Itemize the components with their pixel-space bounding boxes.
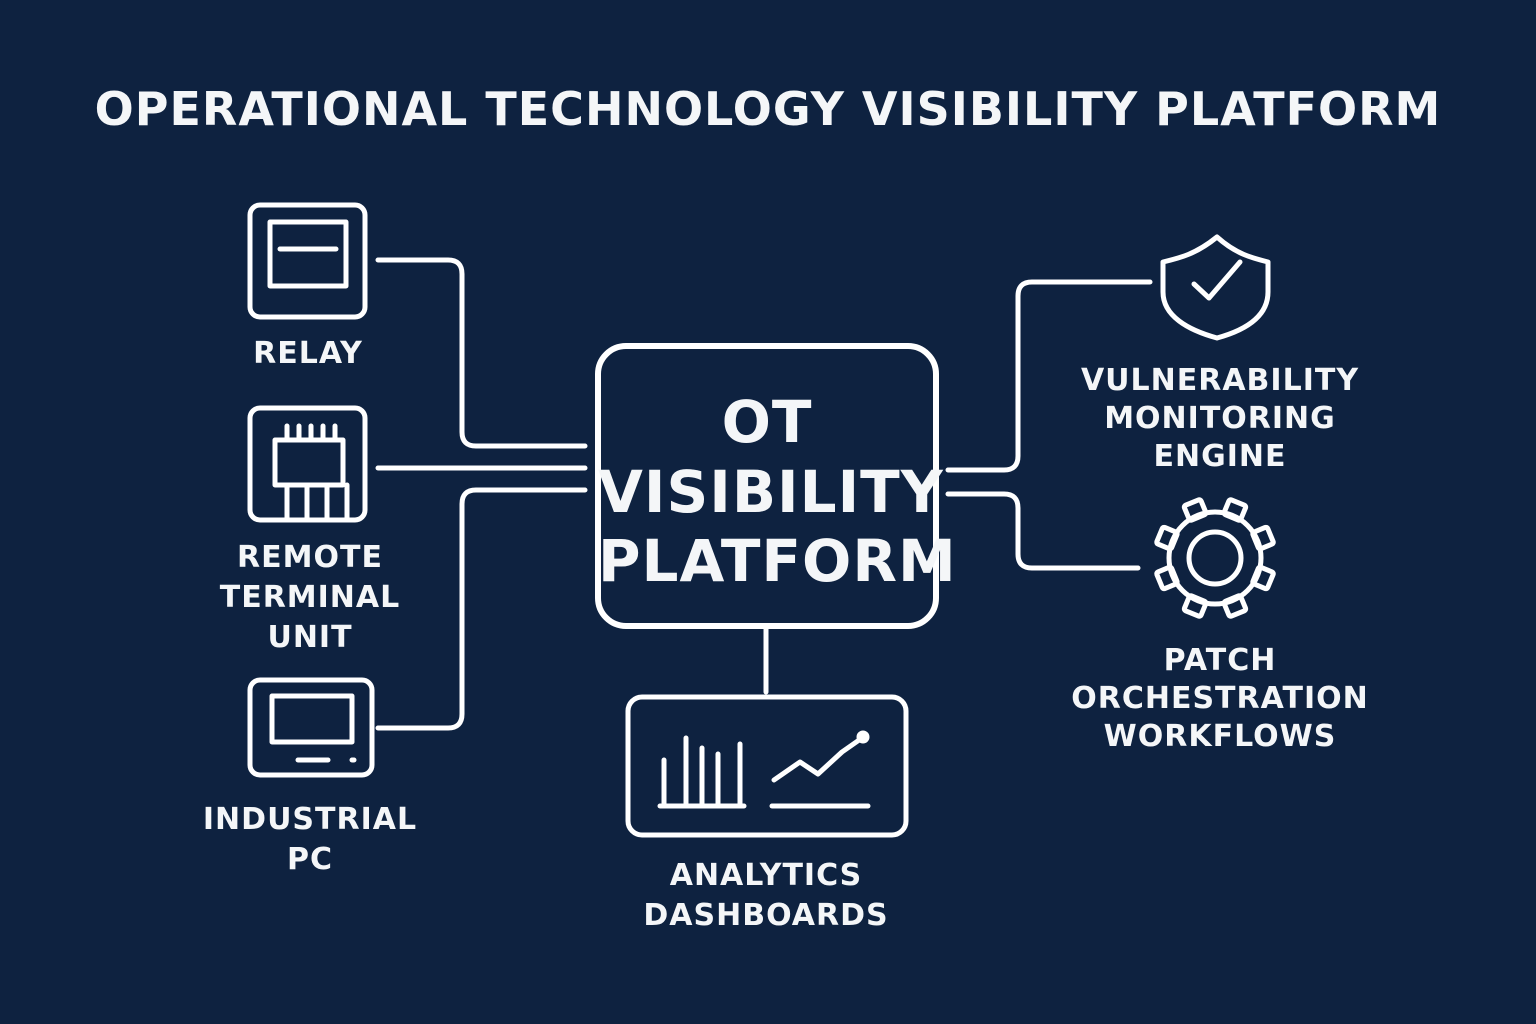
ipc-line-2: PC [286,842,333,877]
connector-ipc [375,487,588,731]
rtu-line-1: REMOTE [237,540,383,575]
connector-vuln [945,279,1153,473]
vuln-line-1: VULNERABILITY [1080,363,1360,398]
patch-line-1: PATCH ORCHESTRATION [1071,643,1369,716]
shield-check-icon [1160,234,1271,341]
platform-line-3: PLATFORM [598,527,957,596]
platform-line-1: OT [721,388,813,456]
analytics-line-2: DASHBOARDS [643,898,889,933]
ipc-label: INDUSTRIAL PC [190,800,430,880]
patch-label: PATCH ORCHESTRATION WORKFLOWS [1020,642,1420,756]
diagram-title: OPERATIONAL TECHNOLOGY VISIBILITY PLATFO… [94,82,1442,136]
relay-icon [247,202,368,320]
patch-line-2: WORKFLOWS [1103,719,1337,754]
monitor-icon [247,677,375,778]
chart-icon [625,694,909,838]
vuln-label: VULNERABILITY MONITORING ENGINE [1040,362,1400,476]
rtu-label: REMOTE TERMINAL UNIT [190,538,430,658]
analytics-label: ANALYTICS DASHBOARDS [616,856,916,936]
rtu-line-2: TERMINAL [219,580,401,615]
platform-label: OT VISIBILITY PLATFORM [598,388,957,597]
gear-icon [1154,497,1276,619]
connectors [375,257,1153,731]
rtu-line-3: UNIT [267,620,353,655]
platform-box [595,343,939,629]
connector-patch [945,491,1141,571]
analytics-line-1: ANALYTICS [669,858,863,893]
relay-label: RELAY [253,336,363,371]
connector-relay [375,257,588,449]
chip-icon [247,405,368,523]
platform-line-2: VISIBILITY [598,457,944,526]
vuln-line-2: MONITORING ENGINE [1104,401,1336,474]
ipc-line-1: INDUSTRIAL [202,802,418,837]
